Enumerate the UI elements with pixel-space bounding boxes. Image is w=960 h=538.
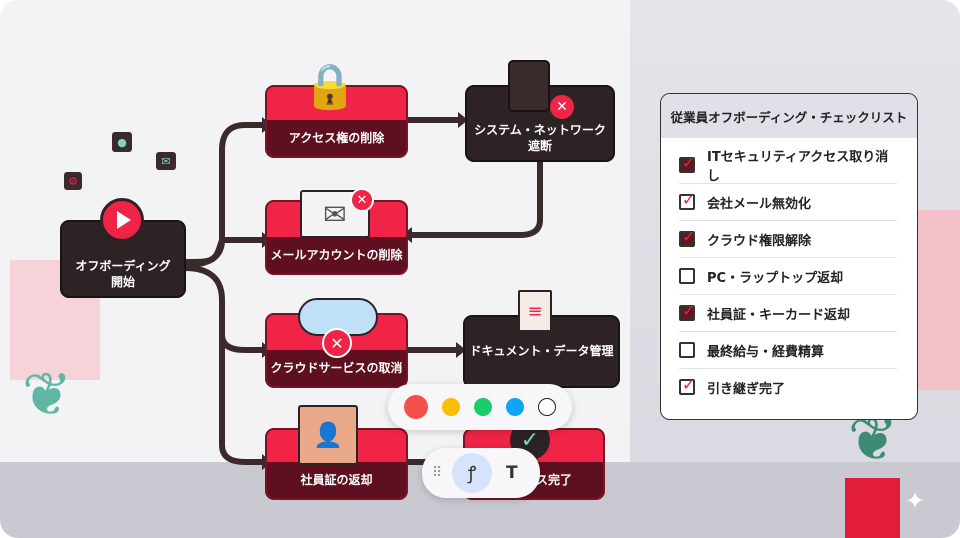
- checkbox[interactable]: [679, 268, 695, 284]
- checkbox[interactable]: ✓: [679, 227, 695, 247]
- error-x-icon: ✕: [322, 328, 352, 358]
- checkbox[interactable]: ✓: [679, 190, 695, 210]
- checkmark-icon: ✓: [682, 375, 696, 394]
- error-x-icon: ✕: [350, 188, 374, 212]
- color-red-swatch[interactable]: [404, 395, 428, 419]
- badge-label: 社員証の返却: [300, 472, 373, 487]
- checklist-item-label: PC・ラップトップ返却: [707, 270, 844, 286]
- id-card-box-icon: 👤: [298, 405, 358, 465]
- checkmark-icon: ✓: [682, 152, 696, 172]
- mail-label: メールアカウントの削除: [270, 247, 403, 262]
- user-icon: ●: [112, 132, 132, 152]
- error-x-icon: ✕: [550, 95, 574, 119]
- cloud-label: クラウドサービスの取消: [270, 360, 403, 375]
- access-label: アクセス権の削除: [288, 130, 385, 145]
- checkmark-icon: ✓: [682, 301, 696, 320]
- color-green-swatch[interactable]: [474, 398, 492, 416]
- checklist-item-label: 引き継ぎ完了: [707, 381, 786, 397]
- drag-handle-icon[interactable]: ⠿: [432, 465, 443, 481]
- color-blue-swatch[interactable]: [506, 398, 524, 416]
- document-icon: ≡: [518, 290, 552, 332]
- checkbox[interactable]: ✓: [679, 301, 695, 321]
- color-white-swatch[interactable]: [538, 398, 556, 416]
- checklist-item[interactable]: PC・ラップトップ返却: [679, 257, 897, 294]
- lock-key-icon: 🔒: [302, 61, 358, 112]
- checklist-item[interactable]: ✓ クラウド権限解除: [679, 220, 897, 257]
- start-label: オフボーディング 開始: [75, 258, 171, 289]
- checklist-item-label: 会社メール無効化: [707, 196, 812, 212]
- docs-label: ドキュメント・データ管理: [469, 344, 614, 359]
- text-tool-button[interactable]: T: [506, 463, 518, 483]
- checklist-item-label: 社員証・キーカード返却: [707, 307, 851, 323]
- checklist-item-label: 最終給与・経費精算: [707, 344, 825, 360]
- server-icon: [508, 60, 550, 112]
- offboarding-checklist-panel: 従業員オフボーディング・チェックリスト ✓ ITセキュリティアクセス取り消し ✓ 会社…: [660, 93, 918, 420]
- checkmark-icon: ✓: [682, 227, 696, 246]
- cloud-cancel-node: クラウドサービスの取消: [265, 313, 408, 388]
- color-yellow-swatch[interactable]: [442, 398, 460, 416]
- gear-icon: ⚙: [64, 172, 82, 190]
- checkbox[interactable]: ✓: [679, 375, 695, 395]
- mail-small-icon: ✉: [156, 152, 176, 170]
- pen-tool-icon[interactable]: ꝭ: [452, 453, 492, 493]
- checkbox[interactable]: [679, 342, 695, 358]
- checklist-title: 従業員オフボーディング・チェックリスト: [661, 94, 917, 138]
- plant-pot: [845, 478, 900, 538]
- checkmark-icon: ✓: [682, 190, 696, 209]
- play-icon: [100, 198, 144, 242]
- system-label: システム・ネットワーク 遮断: [474, 122, 606, 153]
- envelope-icon: ✉: [300, 190, 370, 238]
- checklist-item[interactable]: ✓ 社員証・キーカード返却: [679, 294, 897, 331]
- plant-left: ❦: [21, 360, 73, 430]
- access-removal-node: アクセス権の削除: [265, 85, 408, 158]
- checklist-item[interactable]: ✓ 会社メール無効化: [679, 183, 897, 220]
- drawing-toolbar: ⠿ ꝭ T: [422, 448, 540, 498]
- checklist-item[interactable]: ✓ 引き継ぎ完了: [679, 368, 897, 405]
- complete-label: ス完了: [535, 472, 572, 487]
- color-palette: [388, 384, 572, 430]
- checklist-item-label: ITセキュリティアクセス取り消し: [707, 149, 889, 184]
- sparkle-icon: ✦: [904, 487, 926, 515]
- checkbox[interactable]: ✓: [679, 153, 695, 173]
- checklist-item[interactable]: 最終給与・経費精算: [679, 331, 897, 368]
- checklist-item-label: クラウド権限解除: [707, 233, 812, 249]
- checklist-item[interactable]: ✓ ITセキュリティアクセス取り消し: [679, 146, 897, 184]
- mail-removal-node: メールアカウントの削除: [265, 200, 408, 275]
